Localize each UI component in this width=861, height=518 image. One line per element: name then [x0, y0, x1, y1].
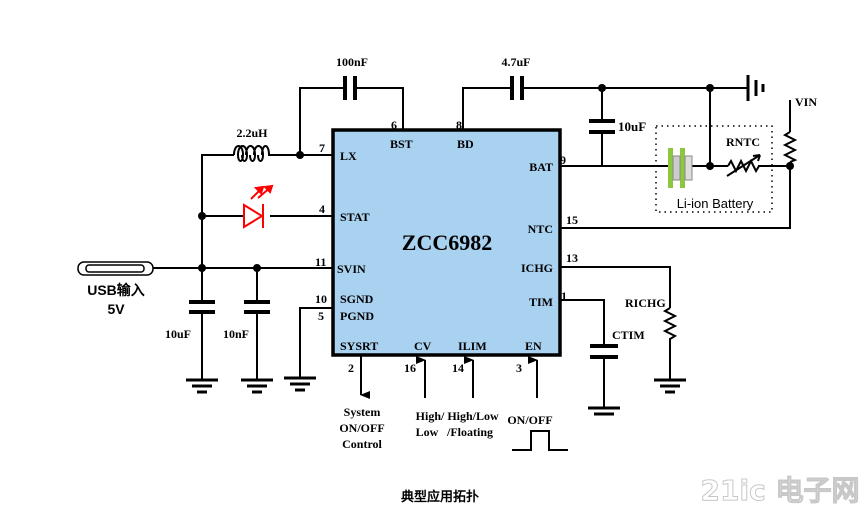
resistor-vin: [782, 131, 798, 163]
pin-en-label: EN: [525, 339, 542, 353]
usb-input-label: USB输入: [87, 282, 145, 298]
ground-icon: [241, 378, 273, 394]
capacitor-bat: [589, 119, 615, 134]
ilim-signal-line: /Floating: [446, 425, 493, 439]
ic-chip: [331, 128, 562, 357]
capacitors: [189, 76, 618, 359]
ground-icon: [284, 376, 316, 392]
capacitor-bst: [343, 76, 357, 100]
pin-lx-label: LX: [340, 149, 357, 163]
pin-cv-label: CV: [414, 339, 432, 353]
signal-labels: System ON/OFF Control High/ Low High/Low…: [339, 405, 552, 451]
led-icon: [243, 184, 274, 229]
cv-signal-line: High/: [416, 409, 445, 423]
pin-numbers: 7 4 11 10 5 6 8 9 15 13 1 2 16 14 3: [315, 118, 578, 375]
pin-num: 2: [348, 361, 354, 375]
pin-num: 5: [318, 309, 324, 323]
pin-num: 3: [516, 361, 522, 375]
chip-name: ZCC6982: [402, 230, 492, 255]
resistor-ichg: [662, 307, 678, 340]
pin-num: 9: [560, 153, 566, 167]
inductor: [233, 145, 270, 162]
vin-label: VIN: [795, 95, 817, 109]
capacitor-in-10uf: [189, 300, 215, 314]
pin-num: 4: [319, 202, 325, 216]
thermistor-ntc: [726, 154, 761, 177]
sysrt-signal-line: ON/OFF: [339, 421, 384, 435]
c-in1-value: 10uF: [165, 327, 191, 341]
ground-icon: [746, 75, 765, 101]
pin-num: 10: [315, 292, 327, 306]
r-ichg-label: RICHG: [625, 296, 666, 310]
pin-num: 13: [566, 251, 578, 265]
capacitor-bd: [510, 76, 524, 100]
watermark: 21ic 电子网: [701, 474, 860, 507]
ilim-signal-line: High/Low: [447, 409, 499, 423]
caption: 典型应用拓扑: [401, 489, 479, 505]
inductor-value: 2.2uH: [236, 126, 268, 140]
c-in2-value: 10nF: [223, 327, 249, 341]
battery-label: Li-ion Battery: [677, 196, 754, 211]
ground-icon: [654, 378, 686, 394]
pin-svin-label: SVIN: [337, 262, 366, 276]
ground-icon: [186, 378, 218, 394]
pin-num: 15: [566, 213, 578, 227]
pin-num: 11: [315, 255, 326, 269]
battery-icon: [668, 148, 693, 188]
ground-icon: [588, 406, 620, 416]
pin-num: 1: [561, 289, 567, 303]
pin-bd-label: BD: [457, 137, 474, 151]
en-signal-label: ON/OFF: [507, 413, 552, 427]
battery-pack-outline: [655, 125, 773, 213]
c-bd-value: 4.7uF: [501, 55, 530, 69]
c-bst-value: 100nF: [336, 55, 368, 69]
pin-stat-label: STAT: [340, 210, 370, 224]
wires: [153, 87, 791, 451]
pin-ilim-label: ILIM: [458, 339, 487, 353]
usb-voltage-label: 5V: [107, 301, 125, 317]
sysrt-signal-line: System: [344, 405, 381, 419]
sysrt-signal-line: Control: [342, 437, 382, 451]
pin-num: 16: [404, 361, 416, 375]
pin-sysrt-label: SYSRT: [340, 339, 378, 353]
pin-num: 14: [452, 361, 464, 375]
pin-sgnd-label: SGND: [340, 292, 374, 306]
en-pulse-waveform: [512, 430, 568, 451]
ground-icons: [186, 75, 765, 416]
cv-signal-line: Low: [416, 425, 439, 439]
pin-ichg-label: ICHG: [521, 261, 553, 275]
junction-dots: [198, 84, 794, 272]
pin-num: 6: [391, 118, 397, 132]
component-labels: 100nF 4.7uF 10uF 2.2uH 10uF 10nF RNTC RI…: [165, 55, 817, 342]
c-bat-value: 10uF: [618, 119, 646, 134]
pin-num: 7: [319, 141, 325, 155]
c-tim-label: CTIM: [612, 328, 645, 342]
pin-pgnd-label: PGND: [340, 309, 374, 323]
usb-connector-icon: [77, 261, 154, 276]
r-ntc-label: RNTC: [726, 135, 760, 149]
pin-bst-label: BST: [390, 137, 413, 151]
pin-num: 8: [456, 118, 462, 132]
pin-bat-label: BAT: [529, 160, 553, 174]
capacitor-in-10nf: [244, 300, 270, 314]
pin-tim-label: TIM: [529, 295, 553, 309]
pin-labels: LX STAT SVIN SGND PGND BST BD BAT NTC IC…: [337, 137, 553, 353]
pin-ntc-label: NTC: [528, 222, 553, 236]
capacitor-tim: [590, 344, 618, 359]
